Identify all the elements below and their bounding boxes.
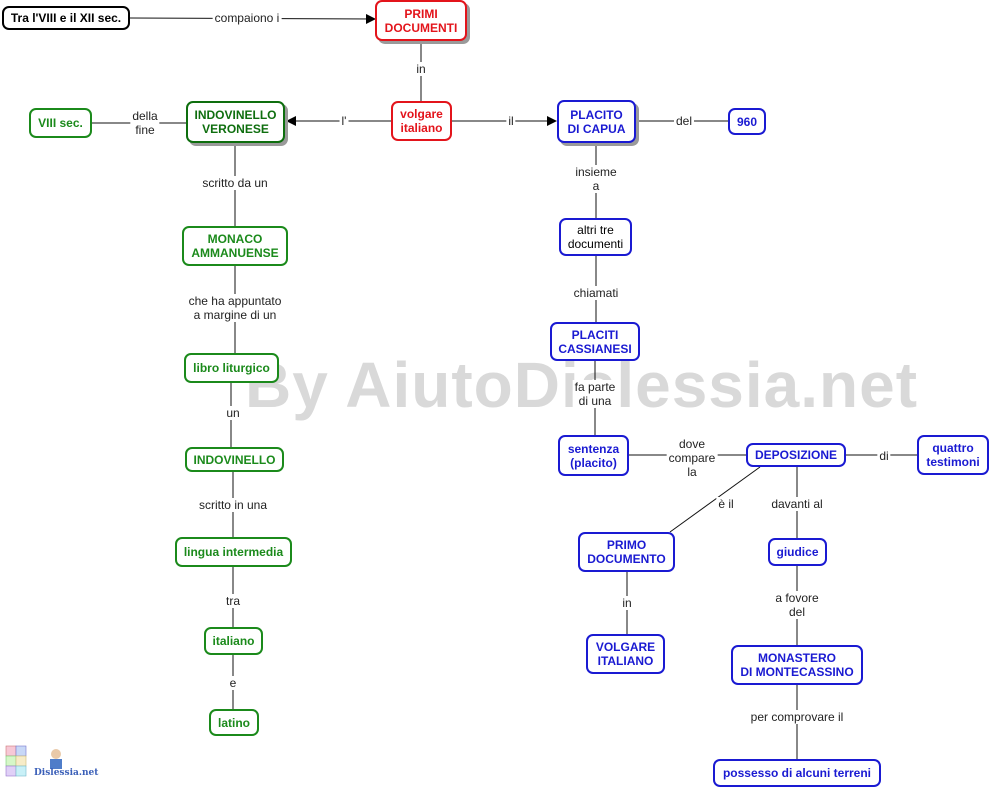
concept-volgare-italiano[interactable]: volgare italiano bbox=[391, 101, 452, 141]
link-label-dove-compare: dove compare la bbox=[666, 437, 718, 479]
link-label-del: del bbox=[673, 114, 695, 128]
link-label-in-2: in bbox=[620, 596, 634, 610]
link-label-scritto-da-un: scritto da un bbox=[200, 176, 270, 190]
link-label-in: in bbox=[414, 62, 428, 76]
concept-giudice[interactable]: giudice bbox=[768, 538, 827, 566]
link-label-scritto-in-una: scritto in una bbox=[196, 498, 270, 512]
edge-n14-n17 bbox=[669, 466, 761, 533]
concept-indovinello[interactable]: INDOVINELLO bbox=[185, 447, 284, 472]
logo-graphic bbox=[5, 745, 62, 777]
link-label-che-ha-appuntato: che ha appuntato a margine di un bbox=[186, 294, 284, 322]
concept-viii-sec[interactable]: VIII sec. bbox=[29, 108, 92, 138]
link-label-l-apostrophe: l' bbox=[339, 114, 349, 128]
link-label-e: e bbox=[227, 676, 239, 690]
link-label-il: il bbox=[506, 114, 516, 128]
logo-text: Dislessia.net bbox=[34, 768, 99, 778]
concept-monastero-di-montecassino[interactable]: MONASTERO DI MONTECASSINO bbox=[731, 645, 863, 685]
concept-primo-documento[interactable]: PRIMO DOCUMENTO bbox=[578, 532, 675, 572]
link-label-davanti-al: davanti al bbox=[769, 497, 825, 511]
concept-960[interactable]: 960 bbox=[728, 108, 766, 135]
concept-altri-tre-documenti[interactable]: altri tre documenti bbox=[559, 218, 632, 256]
link-label-chiamati: chiamati bbox=[571, 286, 621, 300]
link-label-e-il: è il bbox=[716, 497, 736, 511]
concept-possesso-terreni[interactable]: possesso di alcuni terreni bbox=[713, 759, 881, 787]
concept-tra-viii-xii-sec[interactable]: Tra l'VIII e il XII sec. bbox=[2, 6, 130, 30]
link-label-di: di bbox=[877, 449, 891, 463]
link-label-un: un bbox=[224, 406, 242, 420]
concept-deposizione[interactable]: DEPOSIZIONE bbox=[746, 443, 846, 467]
concept-primi-documenti[interactable]: PRIMI DOCUMENTI bbox=[375, 0, 467, 41]
link-label-della-fine: della fine bbox=[130, 109, 160, 137]
concept-lingua-intermedia[interactable]: lingua intermedia bbox=[175, 537, 292, 567]
concept-sentenza-placito[interactable]: sentenza (placito) bbox=[558, 435, 629, 476]
link-label-compaiono: compaiono i bbox=[212, 11, 282, 25]
link-label-tra: tra bbox=[223, 594, 243, 608]
link-label-per-comprovare: per comprovare il bbox=[748, 710, 846, 724]
site-logo: Dislessia.net bbox=[4, 742, 99, 782]
concept-placiti-cassianesi[interactable]: PLACITI CASSIANESI bbox=[550, 322, 640, 361]
link-label-a-fovore-del: a fovore del bbox=[773, 591, 821, 619]
concept-latino[interactable]: latino bbox=[209, 709, 259, 736]
concept-volgare-italiano-2[interactable]: VOLGARE ITALIANO bbox=[586, 634, 665, 674]
concept-libro-liturgico[interactable]: libro liturgico bbox=[184, 353, 279, 383]
concept-placito-di-capua[interactable]: PLACITO DI CAPUA bbox=[557, 100, 636, 143]
concept-italiano[interactable]: italiano bbox=[204, 627, 263, 655]
concept-indovinello-veronese[interactable]: INDOVINELLO VERONESE bbox=[186, 101, 285, 143]
link-label-insieme-a: insieme a bbox=[573, 165, 619, 193]
link-label-fa-parte: fa parte di una bbox=[572, 380, 618, 408]
concept-quattro-testimoni[interactable]: quattro testimoni bbox=[917, 435, 989, 475]
concept-monaco-ammanuense[interactable]: MONACO AMMANUENSE bbox=[182, 226, 288, 266]
